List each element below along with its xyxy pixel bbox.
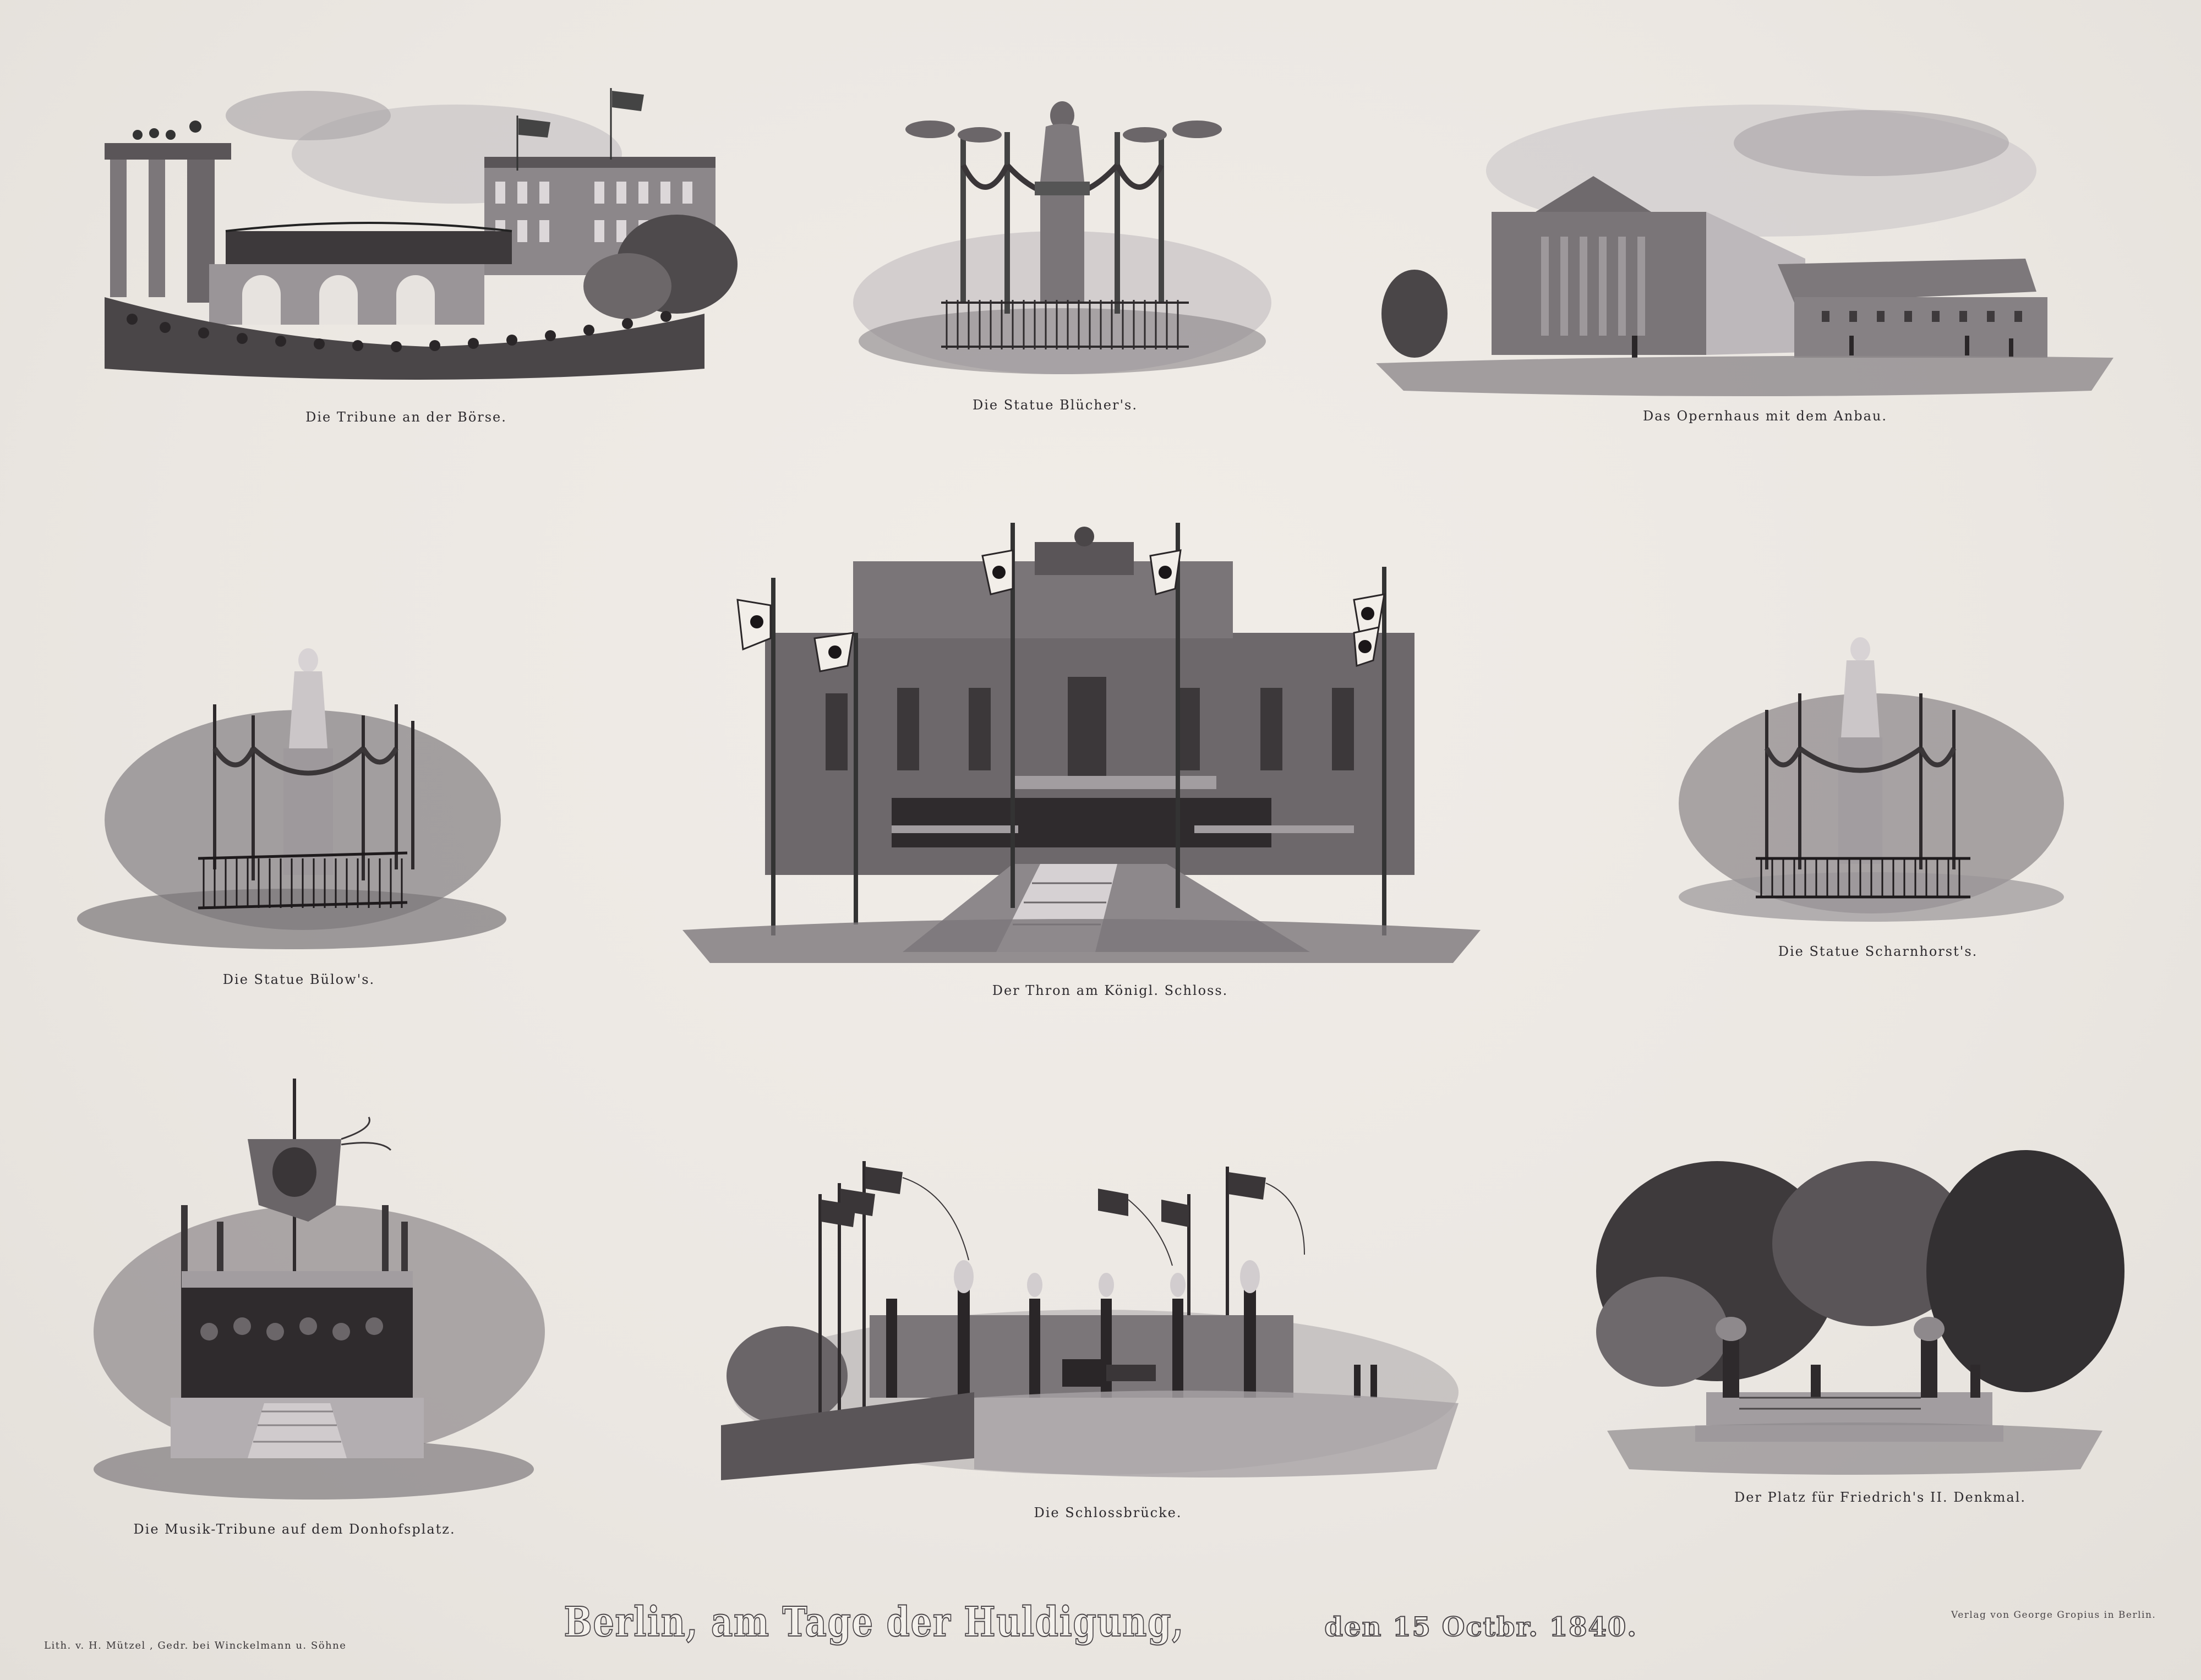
caption-musik-tribune: Die Musik-Tribune auf dem Donhofsplatz. (133, 1522, 456, 1537)
print-title: Berlin, am Tage der Huldigung, den 15 Oc… (563, 1598, 1637, 1646)
title-main: Berlin, am Tage der Huldigung, (563, 1598, 1184, 1646)
caption-statue-bluecher: Die Statue Blücher's. (973, 397, 1138, 413)
vignette-musik-tribune (83, 1073, 556, 1502)
caption-opernhaus: Das Opernhaus mit dem Anbau. (1642, 408, 1888, 424)
caption-schlossbruecke: Die Schlossbrücke. (1034, 1505, 1182, 1520)
vignette-opernhaus (1376, 94, 2119, 402)
publisher-imprint: Verlag von George Gropius in Berlin. (1951, 1610, 2156, 1621)
title-date: den 15 Octbr. 1840. (1324, 1611, 1637, 1643)
caption-tribune-boerse: Die Tribune an der Börse. (305, 409, 507, 425)
vignette-statue-bluecher (848, 83, 1277, 380)
vignette-statue-scharnhorst (1673, 627, 2069, 924)
vignette-thron-schloss (682, 523, 1481, 963)
lithographer-imprint: Lith. v. H. Mützel , Gedr. bei Winckelma… (44, 1640, 347, 1651)
vignette-tribune-boerse (99, 83, 749, 396)
thron-schloss-illustration (682, 523, 1481, 963)
statue-scharnhorst-illustration (1679, 637, 2064, 922)
caption-friedrich-denkmal: Der Platz für Friedrich's II. Denkmal. (1734, 1490, 2027, 1505)
caption-thron-schloss: Der Thron am Königl. Schloss. (992, 983, 1228, 998)
musik-tribune-illustration (94, 1079, 545, 1500)
schlossbruecke-illustration (721, 1161, 1459, 1480)
caption-statue-buelow: Die Statue Bülow's. (222, 972, 375, 987)
statue-buelow-illustration (77, 648, 506, 949)
friedrich-denkmal-illustration (1596, 1150, 2124, 1475)
statue-bluecher-illustration (853, 101, 1271, 374)
vignette-schlossbruecke (721, 1117, 1464, 1491)
vignette-statue-buelow (72, 638, 512, 952)
tribune-boerse-illustration (105, 88, 738, 380)
opernhaus-illustration (1376, 105, 2113, 396)
caption-statue-scharnhorst: Die Statue Scharnhorst's. (1778, 944, 1978, 959)
vignette-friedrich-denkmal (1585, 1134, 2124, 1475)
